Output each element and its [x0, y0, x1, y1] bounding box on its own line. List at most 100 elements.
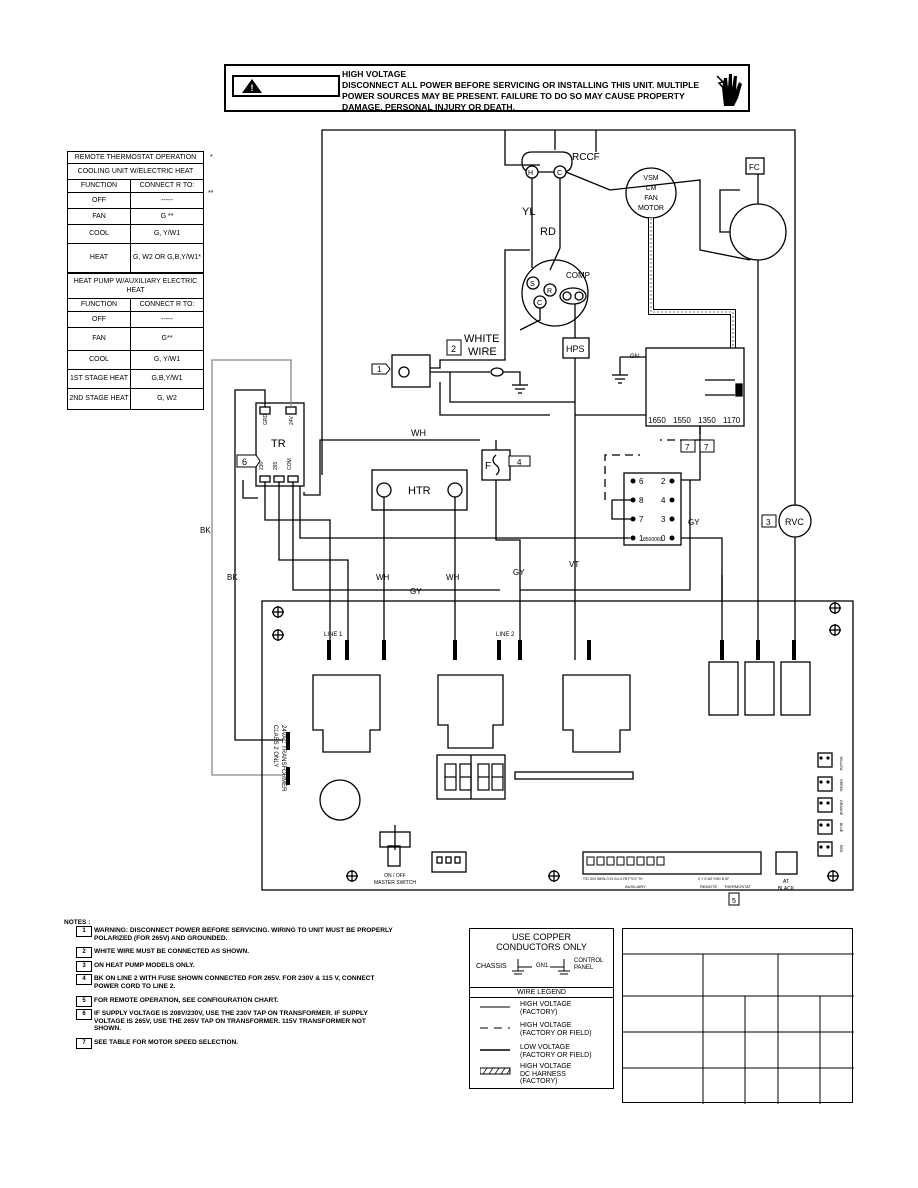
wh-label-2: WH [376, 573, 390, 582]
wire [681, 537, 723, 600]
warning-text: DISCONNECT ALL POWER BEFORE SERVICING OR… [342, 80, 700, 112]
relay-pin-1: 1 [639, 534, 644, 543]
wire [430, 249, 530, 369]
wire [604, 454, 640, 500]
tr-grd: GRD [263, 414, 269, 426]
transformer [255, 402, 305, 487]
row-function: OFF [68, 193, 131, 208]
row-function: COOL [68, 225, 131, 243]
h-label: H [528, 170, 533, 177]
row-connect: G, W2 [157, 395, 177, 402]
c-label: C [557, 170, 562, 177]
row-connect: G, Y/W1 [153, 356, 181, 363]
line2-label: LINE 2 [496, 632, 515, 638]
note-text: WHITE WIRE MUST BE CONNECTED AS SHOWN. [94, 948, 250, 956]
bk-label: BK [200, 526, 211, 535]
board-relay-small [708, 661, 739, 716]
tag-5 [728, 892, 740, 906]
wire [439, 382, 550, 416]
chart-row: FAN G** [68, 328, 203, 351]
wire [242, 480, 258, 499]
legend-item-line1: HIGH VOLTAGE [520, 1063, 572, 1070]
connect-header: CONNECT R TO: [139, 182, 195, 189]
note-tag: 3 [76, 960, 92, 972]
remote-terminal-labels: C Y G W2 Y/W1 B GF [698, 877, 729, 881]
tag-3-text: 3 [766, 518, 771, 527]
row-connect: G** [161, 335, 173, 342]
white-wire-label-1: WHITE [464, 333, 499, 345]
board-capacitor [319, 779, 361, 821]
relay-pin-4: 4 [661, 496, 666, 505]
legend-item-line1: HIGH VOLTAGE [520, 1001, 572, 1008]
led-label-green: GREEN [839, 779, 843, 792]
row-connect: G ** [160, 212, 174, 220]
wire [503, 371, 521, 385]
yl-label: YL [522, 206, 535, 218]
relay-pin-6: 6 [639, 477, 644, 486]
wire [264, 482, 331, 660]
terminal-labels: TS1 OS2 WEIN.O E1 IN LS FB FTO F TH [583, 877, 643, 881]
motor-label-2: CM [646, 185, 657, 192]
mounting-holes [272, 602, 841, 882]
led-label-orange: ORANGE [839, 800, 843, 816]
hps-switch [562, 337, 590, 359]
chassis-label: CHASSIS [476, 963, 507, 970]
motor-label-4: MOTOR [638, 205, 664, 212]
led-blue [817, 819, 833, 835]
tr-tap-com: COM [287, 458, 293, 470]
legend-items: HIGH VOLTAGE(FACTORY) HIGH VOLTAGE(FACTO… [470, 998, 613, 1086]
led-orange [817, 797, 833, 813]
legend-line-samples [480, 1006, 511, 1075]
gy-label-3: GY [688, 518, 700, 527]
led-green [817, 776, 833, 792]
bk-label-2: BK [227, 573, 238, 582]
auxiliary-label: AUXILIARY [625, 884, 646, 889]
chart-title: REMOTE THERMOSTAT OPERATION [68, 152, 203, 164]
row-function: FAN [68, 328, 131, 350]
warning-label-box: ! [232, 75, 340, 97]
rccf-label: RCCF [572, 152, 600, 163]
motor-label-1: VSM [643, 175, 658, 182]
speed-1350: 1350 [698, 416, 716, 425]
copper-note: USE COPPER CONDUCTORS ONLY [496, 932, 587, 952]
rvc-label: RVC [785, 517, 804, 527]
note-text: FOR REMOTE OPERATION, SEE CONFIGURATION … [94, 996, 279, 1004]
pin-header [514, 771, 634, 780]
wire [565, 171, 751, 261]
gn1-label: GN1 [536, 963, 549, 969]
warning-title: HIGH VOLTAGE [342, 69, 407, 79]
r-label: R [547, 288, 552, 295]
row-connect: ----- [161, 315, 173, 323]
note-tag: 6 [76, 1009, 92, 1021]
warning-text-block: HIGH VOLTAGE DISCONNECT ALL POWER BEFORE… [342, 69, 714, 113]
chart-row: OFF----- [68, 193, 203, 209]
dc-harness [648, 218, 736, 355]
wire [660, 426, 701, 441]
tag-5-text: 5 [732, 898, 736, 905]
terminal-strip [582, 851, 762, 875]
led-label-blue: BLUE [839, 823, 843, 833]
speed-table-grid [623, 953, 854, 1104]
speed-1650: 1650 [648, 416, 666, 425]
wire [520, 479, 691, 591]
tr-tap-230: 230 [259, 461, 265, 470]
f-label: F [485, 461, 491, 472]
white-wire-label-2: WIRE [468, 346, 497, 358]
wire [299, 480, 630, 539]
board-relay-small [744, 661, 775, 716]
board-connector [431, 851, 467, 873]
wire [321, 129, 796, 505]
fuse [492, 454, 500, 476]
legend-item-line2: DC HARNESS [520, 1070, 566, 1078]
legend-item-line2: (FACTORY OR FIELD) [520, 1030, 592, 1037]
note-text: SEE TABLE FOR MOTOR SPEED SELECTION. [94, 1038, 239, 1046]
row-function: COOL [68, 351, 131, 369]
remote-thermostat-chart: REMOTE THERMOSTAT OPERATION COOLING UNIT… [67, 151, 204, 410]
